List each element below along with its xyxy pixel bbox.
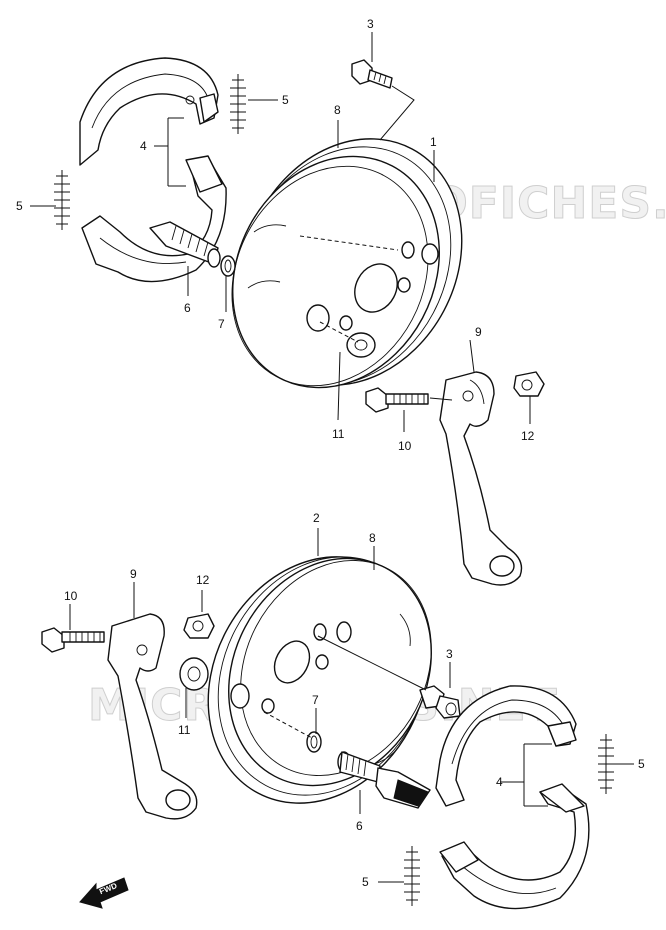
callout-3-bottom: 3 bbox=[446, 647, 453, 661]
callout-10-top: 10 bbox=[398, 439, 412, 453]
callout-1: 1 bbox=[430, 135, 437, 149]
callout-2: 2 bbox=[313, 511, 320, 525]
callout-7-bottom: 7 bbox=[312, 693, 319, 707]
callout-5-bottom-right: 5 bbox=[638, 757, 645, 771]
callout-11-bottom: 11 bbox=[178, 723, 191, 737]
bolt-top-10 bbox=[365, 387, 429, 413]
seal-top bbox=[220, 255, 236, 277]
leader-lines bbox=[30, 32, 634, 883]
bolt-bottom-10 bbox=[41, 627, 105, 653]
spring-top-right bbox=[230, 74, 246, 134]
callout-4-top: 4 bbox=[140, 139, 147, 153]
callout-8-bottom: 8 bbox=[369, 531, 376, 545]
brake-cam-bottom bbox=[337, 751, 431, 809]
callout-9-bottom: 9 bbox=[130, 567, 137, 581]
callout-9-top: 9 bbox=[475, 325, 482, 339]
brake-shoe-top-lower bbox=[81, 155, 227, 283]
bolt-bottom-3 bbox=[419, 685, 461, 719]
callout-5-top-left: 5 bbox=[16, 199, 23, 213]
brake-shoe-top-upper bbox=[79, 57, 219, 166]
nut-bottom-12 bbox=[183, 613, 215, 639]
brake-shoe-bottom-upper bbox=[435, 685, 577, 807]
brake-shoe-bottom-lower bbox=[439, 783, 590, 910]
callout-6-bottom: 6 bbox=[356, 819, 363, 833]
callout-6-top: 6 bbox=[184, 301, 191, 315]
callout-11-top: 11 bbox=[332, 427, 345, 441]
callout-10-bottom: 10 bbox=[64, 589, 78, 603]
callout-3-top: 3 bbox=[367, 17, 374, 31]
fwd-arrow: FWD bbox=[79, 877, 129, 909]
nut-top-12 bbox=[513, 371, 545, 397]
brake-arm-top bbox=[439, 371, 523, 586]
brake-drum-bottom bbox=[207, 556, 432, 804]
spring-bottom-left bbox=[404, 846, 420, 906]
seal-bottom bbox=[306, 731, 322, 753]
washer-top-11 bbox=[346, 332, 376, 358]
brake-drum-top bbox=[231, 138, 463, 389]
callout-labels: 3 8 1 5 5 4 6 7 11 10 9 12 2 8 10 9 12 1… bbox=[16, 17, 645, 889]
spring-bottom-right bbox=[598, 734, 614, 794]
callout-5-bottom-left: 5 bbox=[362, 875, 369, 889]
callout-7-top: 7 bbox=[218, 317, 225, 331]
brake-arm-bottom bbox=[107, 613, 198, 820]
callout-4-bottom: 4 bbox=[496, 775, 503, 789]
washer-bottom-11 bbox=[179, 657, 209, 691]
spring-top-left bbox=[54, 170, 70, 230]
bolt-top-3 bbox=[351, 59, 393, 89]
callout-5-top-right: 5 bbox=[282, 93, 289, 107]
callout-12-top: 12 bbox=[521, 429, 535, 443]
callout-12-bottom: 12 bbox=[196, 573, 210, 587]
brake-cam-top bbox=[149, 221, 221, 268]
callout-8-top: 8 bbox=[334, 103, 341, 117]
